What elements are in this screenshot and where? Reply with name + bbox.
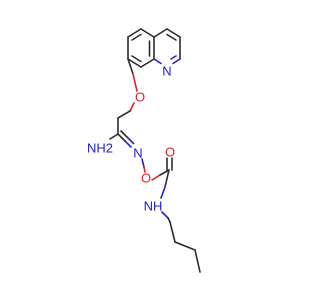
- bond: [174, 241, 196, 251]
- bond: [161, 211, 169, 219]
- double-bond: [120, 130, 129, 139]
- carbonyl-oxygen-label: O: [165, 145, 175, 160]
- bond: [164, 169, 170, 188]
- oxime-nitrogen-label: N: [133, 146, 142, 161]
- bond: [159, 169, 170, 176]
- double-bond: [126, 136, 135, 145]
- carbamate-nh-label: NH: [144, 199, 163, 214]
- bond: [129, 102, 135, 112]
- ether-oxygen-label: O: [135, 90, 145, 105]
- bond: [124, 140, 132, 148]
- bond: [117, 110, 131, 119]
- bond: [166, 28, 181, 38]
- bond: [143, 166, 146, 173]
- amidine-amine-label: NH2: [87, 141, 113, 156]
- double-bond: [166, 33, 177, 41]
- quinoline-pyridine-ring: [153, 28, 181, 65]
- double-bond: [131, 55, 142, 63]
- bond: [160, 186, 166, 199]
- double-bond: [170, 55, 177, 60]
- bond: [151, 174, 161, 181]
- bond: [117, 133, 126, 142]
- bond: [153, 28, 168, 38]
- bond: [141, 158, 145, 168]
- bond: [153, 58, 162, 65]
- bond: [127, 28, 142, 38]
- quinoline-benzo-ring: [127, 28, 155, 68]
- bond: [169, 221, 176, 243]
- bond: [132, 73, 138, 92]
- quinoline-nitrogen-label: N: [162, 64, 171, 79]
- oxime-oxygen-label: O: [141, 171, 151, 186]
- bond: [127, 58, 142, 68]
- bond: [172, 58, 181, 65]
- bond: [140, 28, 155, 38]
- chemical-structure: N O NH2 N O O NH: [87, 28, 201, 273]
- bond: [127, 58, 134, 75]
- double-bond: [131, 33, 142, 41]
- bond: [109, 133, 119, 140]
- bond: [140, 58, 155, 68]
- bond: [194, 249, 201, 273]
